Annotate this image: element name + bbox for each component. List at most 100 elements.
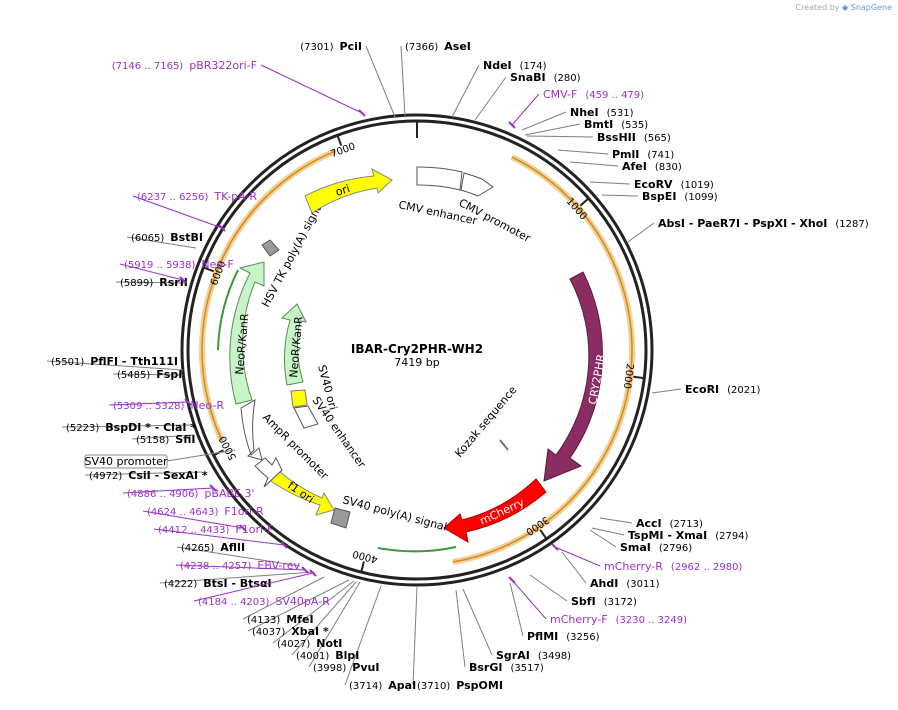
leader-line — [511, 93, 540, 126]
primer-tick — [209, 484, 217, 492]
site-20: (3517) BsrGI — [455, 589, 544, 674]
tick-label-1000: 1000 — [564, 196, 589, 222]
name-label: FspI — [156, 368, 182, 381]
site-17: (3172)SbfI — [529, 574, 637, 608]
leader-line — [272, 580, 355, 644]
name-label: CsiI - SexAI * — [128, 469, 208, 482]
position-label: (7301) — [300, 42, 333, 53]
position-label: (3714) — [349, 681, 382, 692]
tick-label-3000: 3000 — [524, 514, 551, 537]
name-label: BtsI - BtsαI — [203, 577, 271, 590]
position-label: (531) — [607, 108, 634, 119]
name-label: NdeI — [483, 59, 512, 72]
primer-tick — [358, 109, 366, 117]
position-label: (6237 .. 6256) — [137, 192, 209, 203]
sv40-ori-box — [290, 389, 308, 408]
primer-tick — [551, 543, 559, 551]
leader-line — [529, 574, 568, 602]
position-label: (4972) — [89, 471, 122, 482]
name-label: PvuI — [352, 661, 379, 674]
name-label: CMV-F — [543, 88, 577, 101]
leader-line — [455, 589, 466, 668]
sv40-promoter-boxed-label: SV40 promoter — [84, 455, 168, 468]
neokan-outer-label: NeoR/KanR — [233, 313, 251, 376]
name-label: PciI — [340, 40, 362, 53]
leader-line — [242, 576, 325, 620]
sv40-promoter-box — [84, 454, 168, 469]
backbone-outer — [180, 113, 654, 587]
site-13: (2713)AccI — [599, 517, 703, 530]
mcherry-arrow — [443, 478, 547, 543]
name-label: SbfI — [571, 595, 596, 608]
primer-9: (5309 .. 5328)Neo-R — [108, 398, 224, 412]
site-0: (7301) PciI — [300, 40, 396, 118]
name-label: F1ori-R — [224, 505, 264, 518]
position-label: (3498) — [538, 651, 571, 662]
leader-line — [115, 281, 187, 284]
position-label: (741) — [647, 150, 674, 161]
name-label: NheI — [570, 106, 599, 119]
leader-line — [365, 45, 396, 118]
cmv-promoter-arrow — [460, 172, 494, 197]
site-35: (5899)RsrII — [115, 276, 188, 289]
position-label: (2794) — [715, 531, 748, 542]
name-label: Neo-R — [190, 399, 224, 412]
position-label: (3256) — [566, 632, 599, 643]
primer-7: (4624 .. 4643)F1ori-R — [142, 505, 264, 532]
leader-line — [627, 222, 655, 243]
kozak-mark — [499, 439, 509, 451]
tick-mark-4000 — [360, 561, 365, 573]
position-label: (2796) — [659, 543, 692, 554]
position-label: (1019) — [681, 180, 714, 191]
name-label: NotI — [316, 637, 342, 650]
plasmid-name: IBAR-Cry2PHR-WH2 — [351, 342, 483, 356]
primer-3: (3230 .. 3249)mCherry-F — [508, 576, 687, 626]
name-label: AflII — [220, 541, 245, 554]
leader-line — [651, 388, 682, 394]
sv40-enhancer-arrow — [240, 399, 263, 461]
primer-8: (4886 .. 4906) pBABE 3' — [122, 484, 255, 500]
name-label: BsrGI — [469, 661, 502, 674]
name-label: EBV-rev — [257, 559, 300, 572]
sv40-polya-box — [330, 507, 351, 529]
leader-line — [599, 517, 633, 524]
site-7: (741) PmlI — [557, 148, 674, 161]
primer-tick — [179, 276, 187, 284]
position-label: (4027) — [277, 639, 310, 650]
name-label: PmlI — [612, 148, 639, 161]
name-label: MfeI — [286, 613, 313, 626]
site-6: (565)BssHII — [526, 131, 671, 144]
snapgene-logo-icon: ◆ — [842, 3, 849, 12]
tick-mark-1000 — [579, 197, 590, 207]
orf-layer — [199, 148, 635, 565]
position-label: (3517) — [510, 663, 543, 674]
position-label: (4412 .. 4433) — [158, 525, 230, 536]
position-label: (5919 .. 5938) — [124, 260, 196, 271]
leader-line — [131, 434, 195, 440]
position-label: (830) — [655, 162, 682, 173]
leader-line — [589, 181, 631, 185]
position-label: (4886 .. 4906) — [127, 489, 199, 500]
leader-line — [112, 373, 184, 376]
leader-line — [122, 487, 214, 494]
primer-tick — [508, 576, 516, 584]
label-layer: (7301)PciI(7366)AseI(174)NdeI(280)SnaBI(… — [46, 40, 869, 692]
ampr-promoter-arrow — [254, 456, 283, 488]
leader-line — [601, 194, 639, 197]
orf-arc-1 — [201, 150, 336, 442]
neokan-outer-arrow — [229, 261, 265, 405]
kozak-label: Kozak sequence — [452, 383, 519, 460]
site-2: (174)NdeI — [451, 59, 547, 118]
leader-line — [46, 360, 184, 371]
site-33: (5485)FspI — [112, 368, 184, 381]
name-label: BssHII — [597, 131, 636, 144]
leader-line — [126, 236, 197, 249]
primer-0: (7146 .. 7165)pBR322ori-F — [112, 59, 366, 117]
hsv-tk-polya-box — [261, 239, 280, 257]
name-label: AccI — [636, 517, 662, 530]
primer-2: (2962 .. 2980)mCherry-R — [551, 543, 742, 573]
site-12: (2021)EcoRI — [651, 383, 761, 396]
name-label: pBABE 3' — [204, 487, 254, 500]
name-label: SmaI — [620, 541, 651, 554]
